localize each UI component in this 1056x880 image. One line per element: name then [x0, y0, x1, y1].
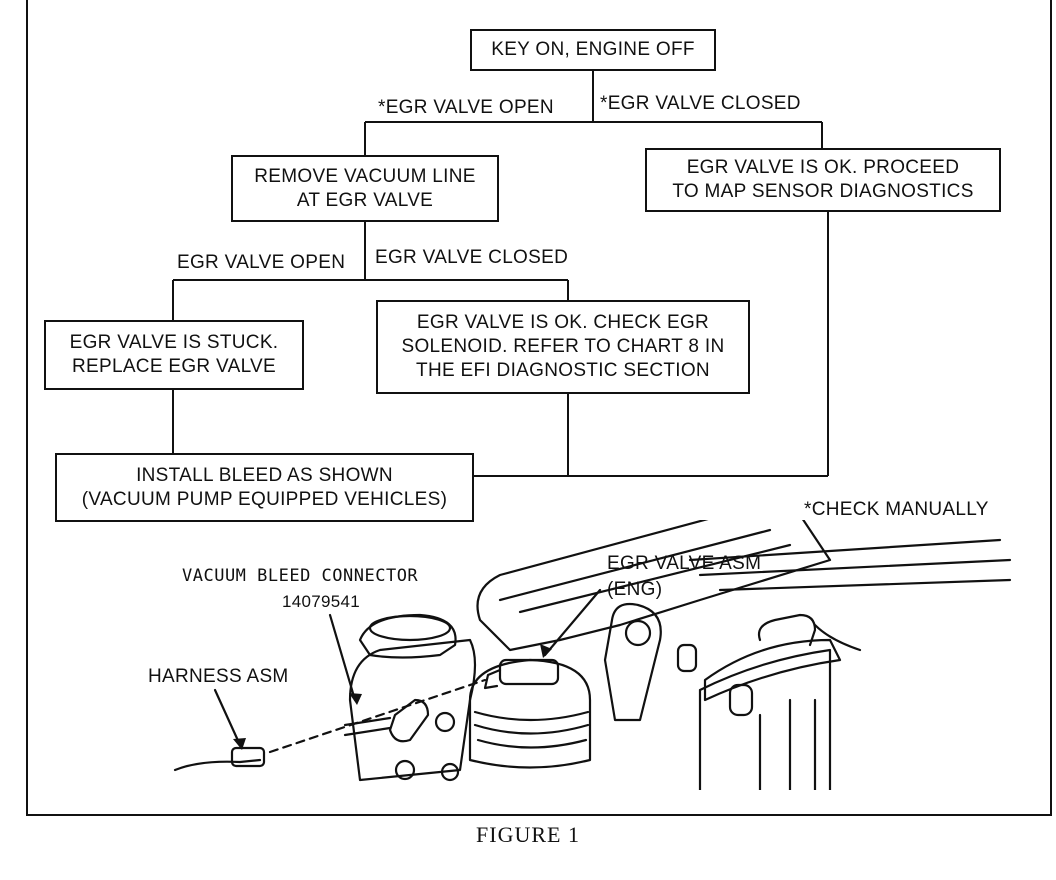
- bolt-1: [434, 711, 456, 733]
- valve-cover-lines: [688, 538, 1012, 592]
- harness-wire: [173, 758, 262, 772]
- harness-leader: [213, 688, 242, 747]
- throttle-cap: [358, 613, 457, 659]
- figure-frame: [26, 0, 1052, 816]
- check-manually-note: *CHECK MANUALLY: [804, 499, 989, 520]
- valve-leader: [543, 588, 602, 657]
- vacuum-bleed-connector-label: VACUUM BLEED CONNECTOR: [182, 566, 419, 586]
- check-solenoid-text: EGR VALVE IS OK. CHECK EGR SOLENOID. REF…: [401, 312, 725, 381]
- install-bleed-box: INSTALL BLEED AS SHOWN (VACUUM PUMP EQUI…: [55, 453, 474, 522]
- bracket: [603, 602, 662, 722]
- bolt-3: [440, 762, 460, 782]
- connector-part-number: 14079541: [282, 592, 361, 611]
- egr-valve-rings: [473, 710, 590, 749]
- egr-vacuum-port: [483, 668, 502, 690]
- valve-leader-arrow: [540, 644, 552, 658]
- stuck-box: EGR VALVE IS STUCK. REPLACE EGR VALVE: [44, 320, 304, 390]
- egr-valve-dome: [468, 658, 592, 769]
- start-text: KEY ON, ENGINE OFF: [491, 39, 695, 60]
- bracket-hole: [624, 619, 652, 647]
- connector-leader: [328, 613, 357, 702]
- install-bleed-text: INSTALL BLEED AS SHOWN (VACUUM PUMP EQUI…: [81, 464, 448, 510]
- distributor-post-2: [676, 643, 698, 673]
- harness-leader-arrow: [233, 738, 246, 750]
- harness-connector: [230, 746, 266, 768]
- vacuum-hose-right: [813, 623, 862, 652]
- ok-proceed-box: EGR VALVE IS OK. PROCEED TO MAP SENSOR D…: [645, 148, 1001, 212]
- distributor-cap: [703, 638, 842, 702]
- distributor-post-1: [728, 683, 754, 717]
- dashed-guide: [268, 678, 487, 754]
- egr-valve-eng-label: (ENG): [607, 579, 663, 600]
- distributor-ribs: [758, 698, 817, 790]
- check-solenoid-box: EGR VALVE IS OK. CHECK EGR SOLENOID. REF…: [376, 300, 750, 394]
- egr-valve-asm-label: EGR VALVE ASM: [607, 553, 762, 574]
- throttle-body: [348, 638, 477, 782]
- ok-proceed-text: EGR VALVE IS OK. PROCEED TO MAP SENSOR D…: [672, 157, 974, 202]
- branch2-right-label: EGR VALVE CLOSED: [375, 247, 569, 268]
- branch1-right-label: *EGR VALVE CLOSED: [600, 93, 801, 114]
- remove-line-box: REMOVE VACUUM LINE AT EGR VALVE: [231, 155, 499, 222]
- manifold-outline: [476, 520, 832, 652]
- harness-asm-label: HARNESS ASM: [148, 666, 289, 687]
- stuck-text: EGR VALVE IS STUCK. REPLACE EGR VALVE: [69, 332, 279, 377]
- connector-leader-arrow: [349, 693, 362, 705]
- branch1-left-label: *EGR VALVE OPEN: [378, 97, 554, 118]
- egr-valve-nipple: [498, 658, 560, 686]
- start-box: KEY ON, ENGINE OFF: [470, 29, 716, 71]
- figure-caption: FIGURE 1: [476, 822, 580, 847]
- throttle-cap-top: [368, 614, 452, 642]
- egr-valve-illustration: [173, 520, 1012, 790]
- distributor-body: [698, 648, 832, 790]
- remove-line-text: REMOVE VACUUM LINE AT EGR VALVE: [254, 165, 476, 211]
- bolt-2: [394, 759, 416, 781]
- branch2-left-label: EGR VALVE OPEN: [177, 252, 346, 273]
